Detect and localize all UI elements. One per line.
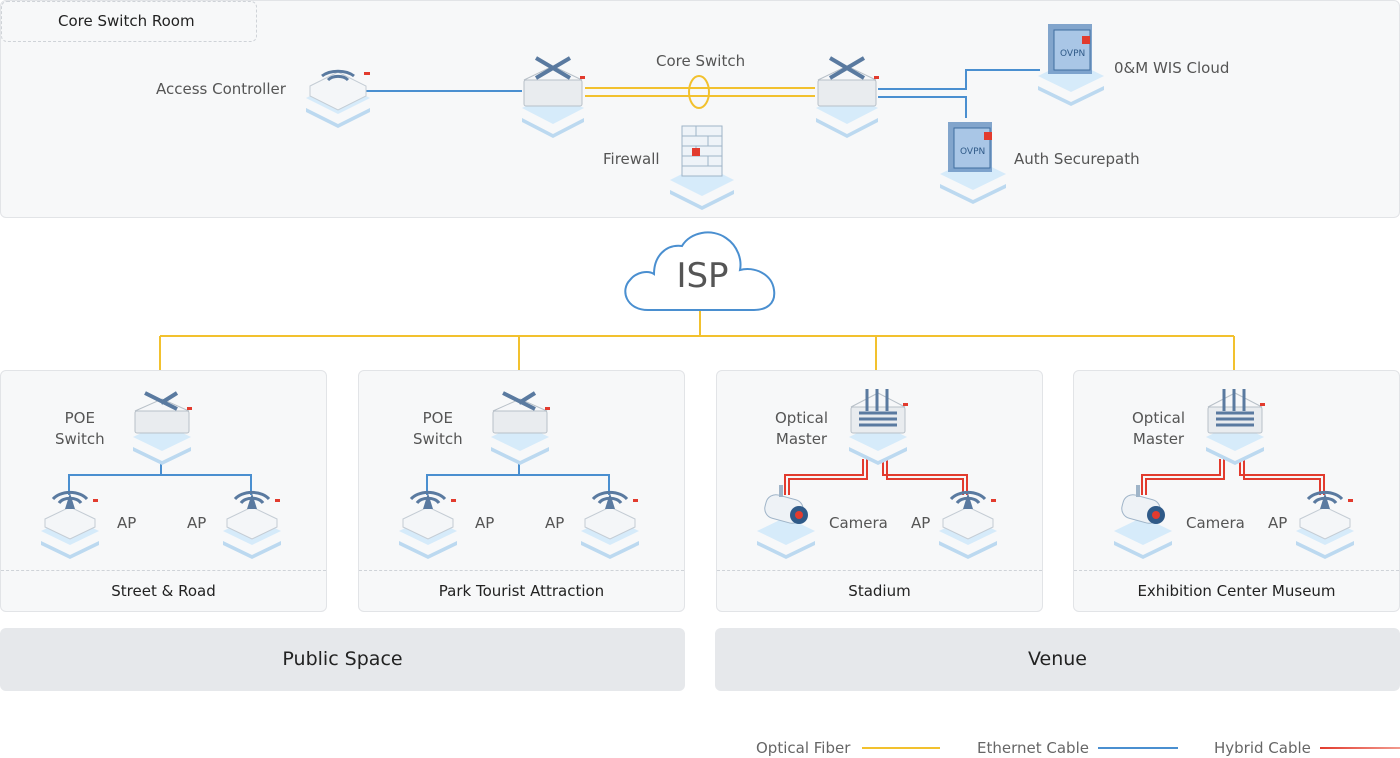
- core-switch-right-device[interactable]: [814, 52, 880, 140]
- zone-panel: Optical Master Camera AP Exhibition Cent…: [1073, 370, 1400, 612]
- legend-ethernet-cable-line: [1098, 747, 1178, 749]
- zone-right-label: AP: [545, 514, 565, 532]
- zone-right-label: AP: [1268, 514, 1288, 532]
- core-switch-label: Core Switch: [656, 52, 746, 70]
- ap-device[interactable]: [221, 479, 283, 563]
- core-switch-left-icon: [522, 56, 585, 138]
- hybrid-link-left-2: [1145, 459, 1225, 495]
- zone-device-label: Optical Master: [1132, 409, 1185, 448]
- zone-footer-label: Stadium: [717, 570, 1042, 611]
- group-public-space: Public Space: [0, 628, 685, 691]
- ethernet-switch-to-cloud: [878, 69, 1040, 90]
- zone-panel: Optical Master Camera AP Stadium: [716, 370, 1043, 612]
- hybrid-link-right-2: [886, 459, 964, 495]
- legend-ethernet-cable-label: Ethernet Cable: [977, 739, 1089, 757]
- zone-footer-label: Park Tourist Attraction: [359, 570, 684, 611]
- poe-switch-device[interactable]: [489, 381, 551, 469]
- access-controller-icon: [306, 69, 370, 128]
- ap-device[interactable]: [39, 479, 101, 563]
- group-venue: Venue: [715, 628, 1400, 691]
- camera-device[interactable]: [755, 479, 817, 563]
- zone-right-label: AP: [187, 514, 207, 532]
- zone-left-label: AP: [117, 514, 137, 532]
- legend-hybrid-cable-line: [1320, 747, 1400, 749]
- isp-label: ISP: [676, 256, 729, 296]
- zone-panel: POE Switch AP AP Street & Road: [0, 370, 327, 612]
- zone-right-label: AP: [911, 514, 931, 532]
- core-switch-room-title: Core Switch Room: [1, 1, 257, 42]
- camera-device[interactable]: [1112, 479, 1174, 563]
- zone-left-label: Camera: [829, 514, 888, 532]
- zone-panel: POE Switch AP AP Park Tourist Attraction: [358, 370, 685, 612]
- fiber-bundle-ring: [688, 75, 710, 109]
- zone-device-label: Optical Master: [775, 409, 828, 448]
- core-switch-right-icon: [816, 56, 879, 138]
- zone-footer-label: Street & Road: [1, 570, 326, 611]
- auth-securepath-label: Auth Securepath: [1014, 150, 1140, 168]
- om-cloud-icon: OVPN: [1038, 24, 1104, 106]
- poe-switch-device[interactable]: [131, 381, 193, 469]
- hybrid-link-left-2: [788, 459, 868, 495]
- ethernet-switch-to-auth: [878, 96, 967, 118]
- zone-links: [1141, 459, 1325, 495]
- zone-footer-label: Exhibition Center Museum: [1074, 570, 1399, 611]
- hybrid-link-right-2: [1243, 459, 1321, 495]
- legend-hybrid-cable-label: Hybrid Cable: [1214, 739, 1311, 757]
- access-controller-label: Access Controller: [156, 80, 286, 98]
- core-switch-left-device[interactable]: [520, 52, 586, 140]
- hybrid-link-left: [784, 459, 864, 495]
- zone-device-label: POE Switch: [413, 409, 463, 448]
- firewall-label: Firewall: [603, 150, 660, 168]
- zone-links: [784, 459, 968, 495]
- ap-device[interactable]: [937, 479, 999, 563]
- om-cloud-device[interactable]: OVPN: [1036, 14, 1106, 110]
- svg-text:OVPN: OVPN: [1060, 49, 1085, 59]
- ap-device[interactable]: [397, 479, 459, 563]
- access-controller-device[interactable]: [302, 50, 374, 134]
- ap-device[interactable]: [1294, 479, 1356, 563]
- om-cloud-label: 0&M WIS Cloud: [1114, 59, 1230, 77]
- auth-securepath-icon: OVPN: [940, 122, 1006, 204]
- hybrid-link-right: [882, 459, 968, 495]
- zone-left-label: AP: [475, 514, 495, 532]
- optical-master-device[interactable]: [1204, 381, 1266, 469]
- ap-device[interactable]: [579, 479, 641, 563]
- hybrid-link-right: [1239, 459, 1325, 495]
- zone-left-label: Camera: [1186, 514, 1245, 532]
- firewall-device[interactable]: [668, 118, 736, 214]
- hybrid-link-left: [1141, 459, 1221, 495]
- svg-text:OVPN: OVPN: [960, 147, 985, 157]
- optical-master-device[interactable]: [847, 381, 909, 469]
- zone-device-label: POE Switch: [55, 409, 105, 448]
- isp-cloud-icon: [624, 231, 776, 311]
- auth-securepath-device[interactable]: OVPN: [938, 112, 1008, 208]
- legend-optical-fiber-line: [862, 747, 940, 749]
- firewall-icon: [670, 125, 734, 210]
- legend-optical-fiber-label: Optical Fiber: [756, 739, 851, 757]
